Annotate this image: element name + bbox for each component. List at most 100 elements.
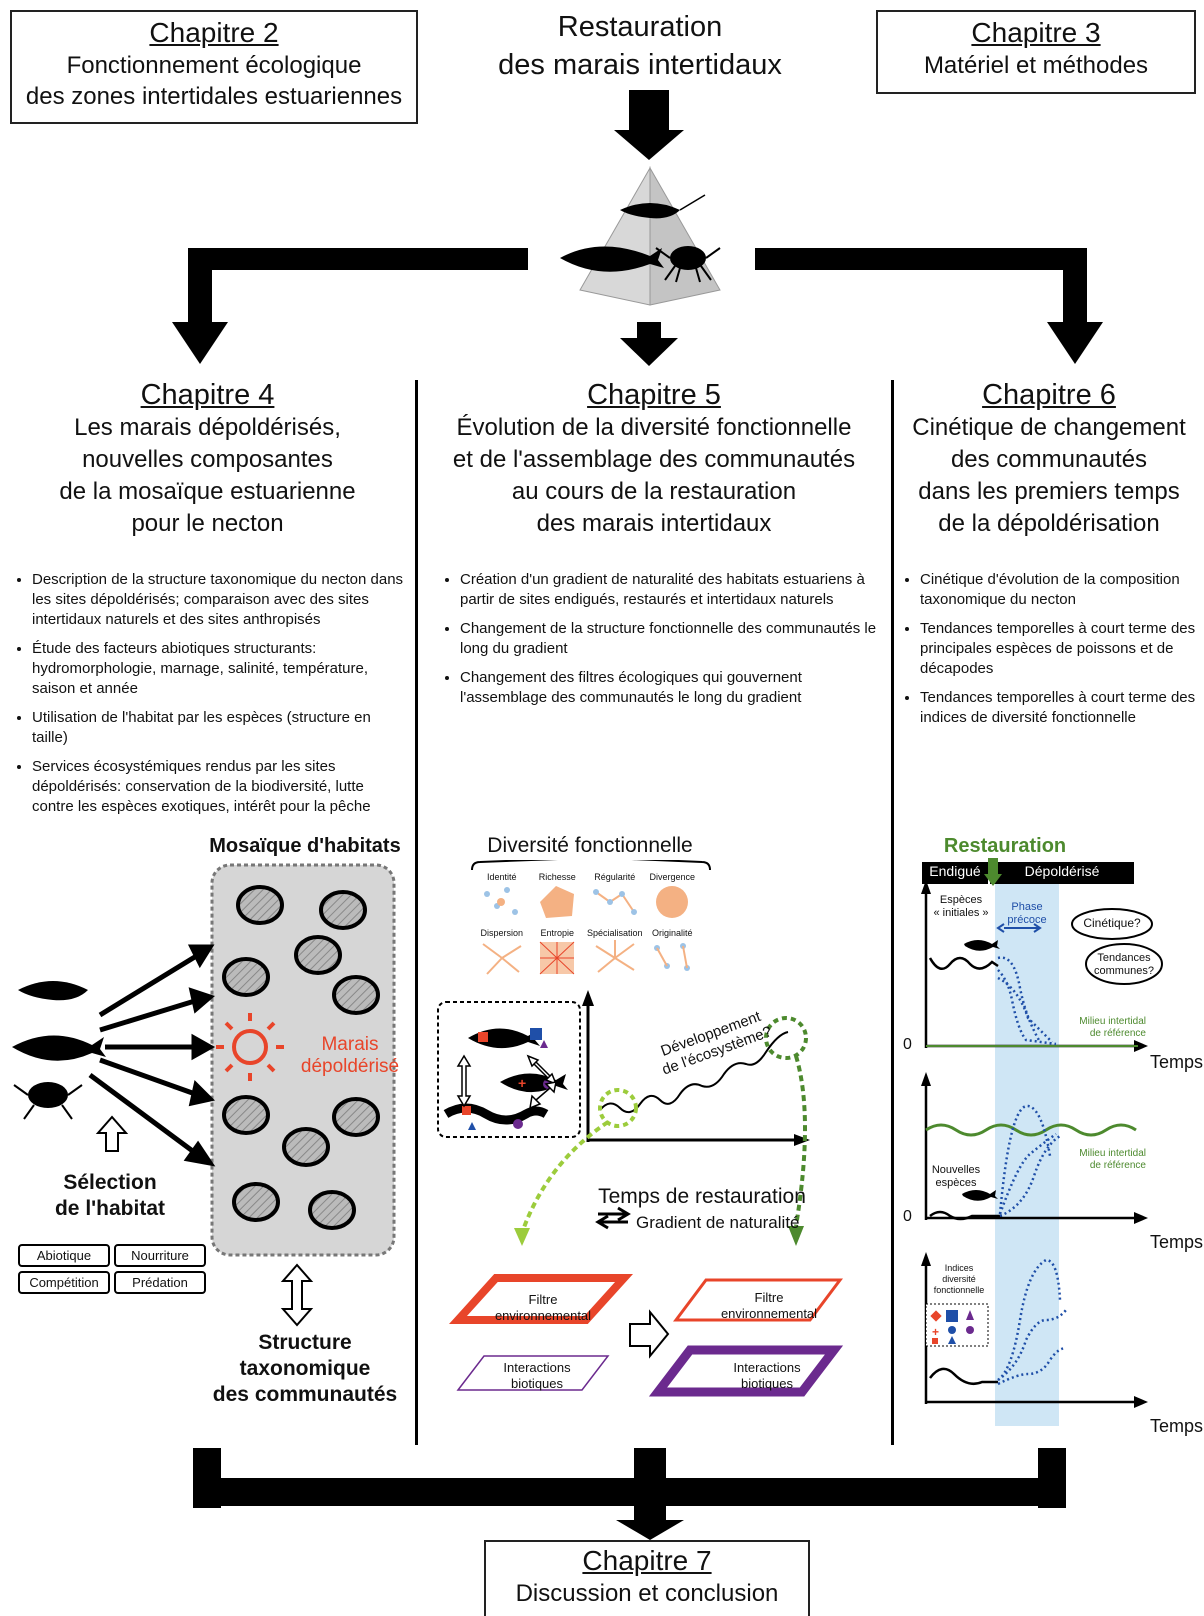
factor-box: Prédation: [114, 1271, 206, 1294]
chapter5-sub-2: et de l'assemblage des communautés: [452, 446, 856, 473]
zero-label-1: 0: [903, 1036, 912, 1053]
filter-biotic-right-label: Interactions biotiques: [692, 1360, 842, 1392]
filter-biotic-left-line2: biotiques: [510, 1376, 564, 1391]
filter-env-left-label: Filtre environnemental: [468, 1292, 618, 1324]
chapter4-sub-4: pour le necton: [131, 510, 284, 537]
crab-icon: [670, 246, 706, 270]
reference-label-1-line2: de référence: [1089, 1028, 1146, 1039]
taxonomic-structure-line1: Structure: [258, 1331, 352, 1354]
habitat-patch: [332, 975, 380, 1015]
top-title: Restauration des marais intertidaux: [470, 8, 810, 84]
top-title-line1: Restauration: [557, 11, 723, 43]
filter-env-left-line1: Filtre: [528, 1292, 558, 1307]
time-label-3: Temps: [1150, 1416, 1204, 1436]
chapter6-sub-3: dans les premiers temps: [918, 478, 1180, 505]
depolderise-label: Dépoldérisé: [1024, 863, 1100, 879]
chapter4-bullets: Description de la structure taxonomique …: [12, 570, 408, 826]
new-species-line2: espèces: [935, 1177, 977, 1189]
chapter5-bullets: Création d'un gradient de naturalité des…: [440, 570, 880, 717]
habitat-mosaic: [12, 863, 396, 1327]
early-phase-line1: Phase: [1011, 901, 1043, 913]
chapter3-title: Chapitre 3: [971, 17, 1101, 48]
shrimp-icon: [620, 203, 680, 219]
habitat-patch: [294, 935, 342, 975]
kinetics-panels: +: [921, 858, 1163, 1426]
down-arrow-icon: [984, 858, 1002, 886]
chapter5-sub-1: Évolution de la diversité fonctionnelle: [456, 414, 852, 441]
chapter5-sub-4: des marais intertidaux: [536, 510, 772, 537]
pyramid-shape: [579, 166, 651, 306]
early-phase-label: Phase précoce: [995, 901, 1059, 927]
mosaic-title: Mosaïque d'habitats: [209, 835, 401, 857]
chapter7-title: Chapitre 7: [582, 1545, 712, 1576]
reference-label-1-line1: Milieu intertidal: [1079, 1016, 1146, 1027]
chapter6-title: Chapitre 6: [982, 379, 1116, 411]
chapter2-line1: Fonctionnement écologique: [66, 52, 362, 79]
chapter4-bullet: Utilisation de l'habitat par les espèces…: [32, 708, 408, 748]
chapter6-header: Chapitre 6 Cinétique de changement des c…: [894, 378, 1204, 540]
chapter2-box: Chapitre 2 Fonctionnement écologique des…: [10, 10, 418, 124]
chapter6-bullet: Tendances temporelles à court terme des …: [920, 688, 1200, 728]
kinetics-label: Cinétique?: [1083, 916, 1141, 930]
habitat-selection-line2: de l'habitat: [54, 1197, 165, 1220]
ecosystem-development-diagram: +: [437, 860, 844, 1397]
habitat-patch: [222, 1095, 270, 1135]
chapter4-bullet: Description de la structure taxonomique …: [32, 570, 408, 630]
habitat-patch: [282, 1127, 330, 1167]
shrimp-icon: [18, 981, 88, 1001]
eel-icon: [443, 1103, 549, 1125]
chapter4-bullet: Étude des facteurs abiotiques structuran…: [32, 639, 408, 699]
chapter6-bullet: Tendances temporelles à court terme des …: [920, 619, 1200, 679]
chapter7-box: Chapitre 7 Discussion et conclusion: [484, 1540, 810, 1616]
habitat-selection: Sélection de l'habitat: [20, 1170, 200, 1222]
double-arrow-icon: [280, 1263, 314, 1327]
fd-indices-line2: diversité: [942, 1274, 976, 1284]
right-arrow-icon: [629, 1309, 670, 1359]
fish-icon: [964, 940, 1000, 951]
filter-env-left-line2: environnemental: [494, 1308, 592, 1323]
new-species-label: Nouvelles espèces: [926, 1164, 986, 1190]
filter-env-right: [673, 1278, 843, 1322]
chapter4-sub-3: de la mosaïque estuarienne: [59, 478, 356, 505]
fish-icon: [500, 1073, 568, 1093]
fd-index: Régularité: [587, 872, 643, 924]
chapter5-bullet: Changement de la structure fonctionnelle…: [460, 619, 880, 659]
factor-boxes: Abiotique Nourriture Compétition Prédati…: [18, 1244, 206, 1294]
svg-text:+: +: [932, 1325, 939, 1339]
fd-indices-line3: fonctionnelle: [933, 1285, 985, 1295]
development-curve: [599, 1031, 789, 1114]
functional-diversity-title: Diversité fonctionnelle: [487, 834, 693, 857]
new-species-line1: Nouvelles: [931, 1164, 981, 1176]
filter-env-left: [448, 1274, 634, 1324]
filter-env-right-line1: Filtre: [754, 1290, 784, 1305]
filter-biotic-left-label: Interactions biotiques: [462, 1360, 612, 1392]
fd-indices-label: Indices diversité fonctionnelle: [926, 1263, 992, 1296]
early-phase-band: [995, 882, 1059, 1426]
habitat-patch: [222, 957, 270, 997]
chapter5-title: Chapitre 5: [587, 379, 721, 411]
chapter6-bullet: Cinétique d'évolution de la composition …: [920, 570, 1200, 610]
habitat-patch: [319, 890, 367, 930]
marsh-label: Marais dépoldérisé: [290, 1034, 410, 1078]
restoration-time-label: Temps de restauration: [598, 1185, 806, 1208]
chapter2-title: Chapitre 2: [149, 17, 279, 48]
up-arrow-icon: [95, 1115, 129, 1152]
habitat-patch: [236, 885, 284, 925]
reference-label-1: Milieu intertidal de référence: [1056, 1016, 1146, 1040]
early-phase-line2: précoce: [1007, 914, 1047, 926]
fd-index: Entropie: [531, 928, 582, 980]
naturalness-gradient-label: Gradient de naturalité: [636, 1213, 800, 1232]
chapter5-bullet: Création d'un gradient de naturalité des…: [460, 570, 880, 610]
chapter6-sub-4: de la dépoldérisation: [938, 510, 1160, 537]
endigue-label: Endigué: [929, 863, 981, 879]
fd-indices-line1: Indices: [944, 1263, 974, 1273]
chapter5-bullet: Changement des filtres écologiques qui g…: [460, 668, 880, 708]
filter-env-right-label: Filtre environnemental: [694, 1290, 844, 1322]
fd-index: Richesse: [531, 872, 582, 924]
taxonomic-structure-line2: taxonomique: [239, 1357, 371, 1380]
initial-species-line1: Espèces: [939, 894, 983, 906]
filter-env-right-line2: environnemental: [720, 1306, 818, 1321]
time-label-2: Temps: [1150, 1232, 1204, 1252]
fish-icon: [560, 246, 664, 272]
marsh-label-line1: Marais: [321, 1034, 379, 1055]
